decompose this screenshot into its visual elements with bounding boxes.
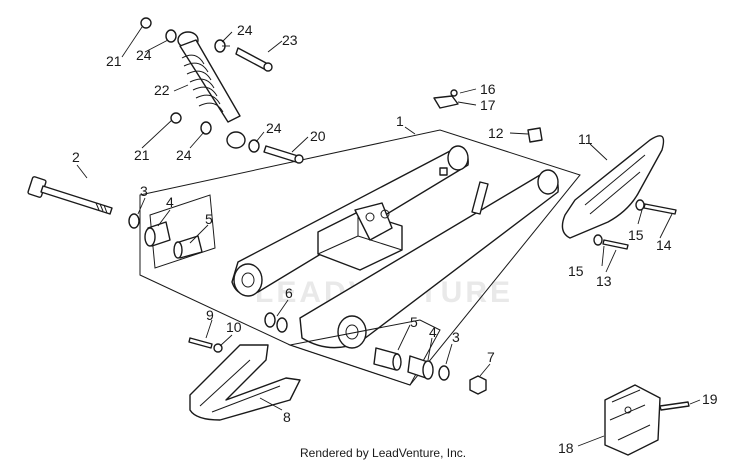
callout-7: 7 — [487, 349, 495, 365]
callout-18: 18 — [558, 440, 574, 456]
callout-6: 6 — [285, 285, 293, 301]
callout-22: 22 — [154, 82, 170, 98]
callout-17: 17 — [480, 97, 496, 113]
callout-21-upper: 21 — [106, 53, 122, 69]
screw-9-10 — [188, 337, 223, 353]
callout-5-right: 5 — [410, 314, 418, 330]
callout-4-left: 4 — [166, 194, 174, 210]
callout-24-b: 24 — [237, 22, 253, 38]
callout-2: 2 — [72, 149, 80, 165]
callout-11: 11 — [578, 131, 593, 147]
callout-15-lower: 15 — [568, 263, 584, 279]
callout-5-left: 5 — [205, 211, 213, 227]
clip-12 — [527, 127, 543, 143]
callout-12: 12 — [488, 125, 504, 141]
callout-3-right: 3 — [452, 329, 460, 345]
callout-3-left: 3 — [140, 183, 148, 199]
callout-8: 8 — [283, 409, 291, 425]
leader-lines — [76, 26, 701, 447]
callout-23: 23 — [282, 32, 298, 48]
pivot-bolt — [27, 176, 113, 215]
callout-15-upper: 15 — [628, 227, 644, 243]
callout-24-a: 24 — [136, 47, 152, 63]
callout-16: 16 — [480, 81, 496, 97]
callout-9: 9 — [206, 307, 214, 323]
axle-nut — [469, 375, 487, 395]
callout-10: 10 — [226, 319, 242, 335]
swingarm — [231, 145, 559, 349]
callout-1: 1 — [396, 113, 404, 129]
callout-14: 14 — [656, 237, 672, 253]
right-bushings — [264, 312, 450, 386]
render-credit: Rendered by LeadVenture, Inc. — [300, 446, 466, 460]
bracket-18 — [604, 384, 690, 456]
shock-absorber — [140, 17, 304, 164]
callout-21-lower: 21 — [134, 147, 150, 163]
callout-19: 19 — [702, 391, 718, 407]
callout-4-right: 4 — [429, 324, 437, 340]
chain-guard — [561, 135, 677, 250]
callout-13: 13 — [596, 273, 612, 289]
callout-20: 20 — [310, 128, 326, 144]
callout-24-d: 24 — [266, 120, 282, 136]
chain-slider — [189, 344, 301, 421]
callout-labels: 1 2 3 3 4 4 5 5 6 7 8 9 10 11 12 13 14 1… — [72, 22, 718, 456]
cable-clip — [433, 89, 459, 109]
callout-24-c: 24 — [176, 147, 192, 163]
